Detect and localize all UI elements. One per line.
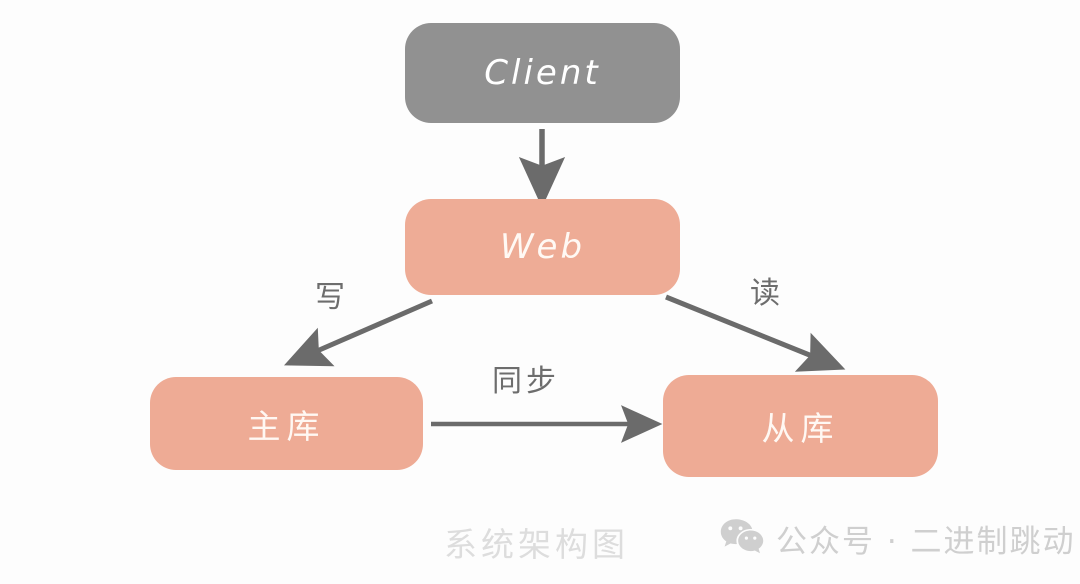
brand-text: 公众号 · 二进制跳动 <box>776 524 1076 560</box>
node-slave-db[interactable]: 从库 <box>663 375 938 477</box>
connector-web-slave <box>665 294 846 372</box>
edge-label-write: 写 <box>315 280 349 315</box>
node-slave-db-label: 从库 <box>761 409 840 448</box>
watermark-title: 系统架构图 <box>444 525 629 564</box>
edge-label-read: 读 <box>750 276 784 311</box>
node-master-db[interactable]: 主库 <box>150 377 423 470</box>
edge-label-sync: 同步 <box>492 364 560 399</box>
wechat-icon <box>720 517 764 560</box>
brand-footer: 公众号 · 二进制跳动 <box>720 516 1076 561</box>
connector-web-master <box>283 298 433 367</box>
node-master-db-label: 主库 <box>247 406 326 446</box>
node-web[interactable]: Web <box>405 199 680 295</box>
node-client-label: Client <box>484 53 601 93</box>
node-web-label: Web <box>499 227 586 267</box>
node-client[interactable]: Client <box>405 23 680 123</box>
